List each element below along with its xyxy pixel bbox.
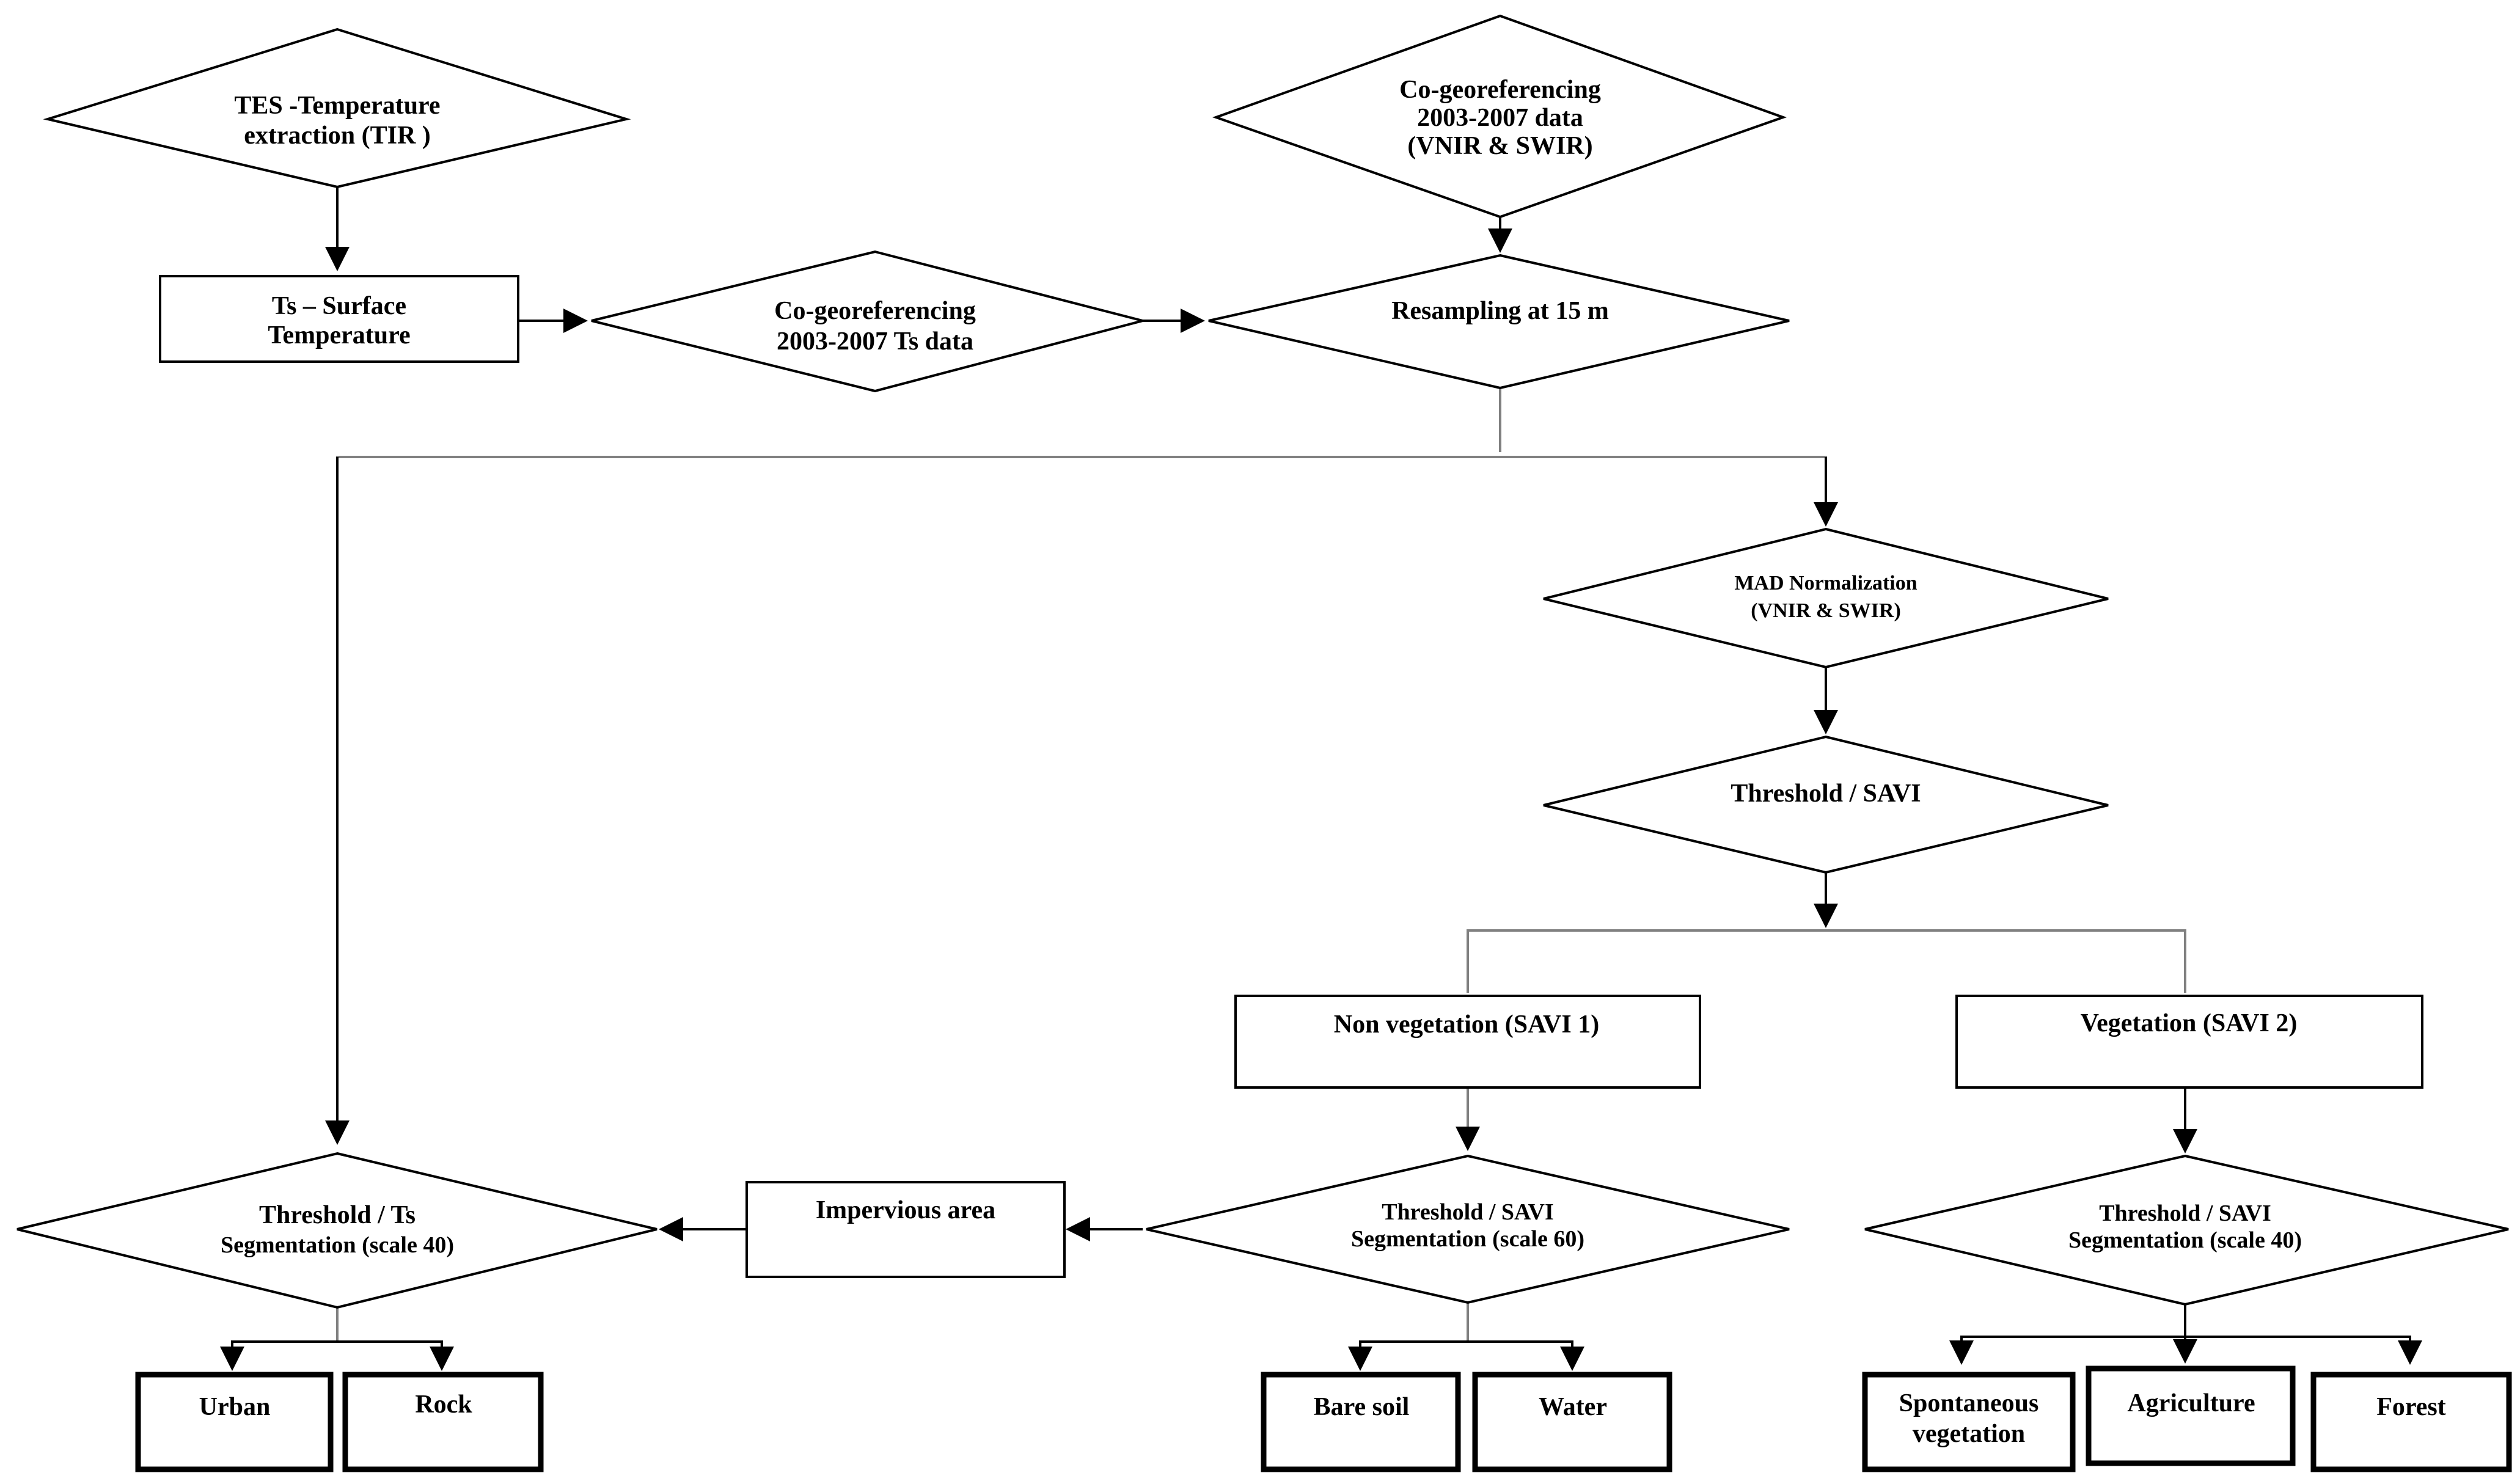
urban-label: Urban: [199, 1393, 271, 1421]
non-vegetation-box: Non vegetation (SAVI 1): [1234, 995, 1701, 1089]
cogeo-ts-diamond: Co-georeferencing 2003-2007 Ts data: [591, 250, 1148, 393]
tes-line2: extraction (TIR ): [244, 122, 431, 150]
forest-label: Forest: [2376, 1393, 2446, 1421]
impervious-box: Impervious area: [745, 1181, 1066, 1278]
ts-surface-line2: Temperature: [268, 321, 410, 349]
resampling-diamond: Resampling at 15 m: [1208, 254, 1790, 390]
mad-line1: MAD Normalization: [1734, 572, 1917, 594]
spontaneous-vegetation-box: Spontaneous vegetation: [1862, 1372, 2076, 1472]
threshold-60-line1: Threshold / SAVI: [1382, 1199, 1554, 1225]
rock-label: Rock: [415, 1391, 472, 1419]
cogeo-ts-line1: Co-georeferencing: [774, 297, 976, 325]
spontaneous-line2: vegetation: [1913, 1420, 2025, 1448]
threshold-savi-diamond: Threshold / SAVI: [1543, 735, 2109, 874]
agriculture-box: Agriculture: [2086, 1365, 2296, 1466]
urban-box: Urban: [135, 1372, 334, 1472]
mad-line2: (VNIR & SWIR): [1751, 599, 1901, 622]
bare-soil-box: Bare soil: [1261, 1372, 1461, 1472]
non-vegetation-label: Non vegetation (SAVI 1): [1334, 1011, 1599, 1039]
vegetation-label: Vegetation (SAVI 2): [2081, 1009, 2298, 1037]
threshold-60-line2: Segmentation (scale 60): [1351, 1226, 1584, 1252]
resampling-label: Resampling at 15 m: [1391, 297, 1609, 325]
tes-diamond: TES -Temperature extraction (TIR ): [43, 27, 631, 189]
cogeo-vnir-line2: 2003-2007 data: [1417, 104, 1583, 132]
cogeo-ts-line2: 2003-2007 Ts data: [777, 327, 973, 356]
threshold-ts-line2: Segmentation (scale 40): [221, 1232, 454, 1258]
agriculture-label: Agriculture: [2127, 1389, 2255, 1417]
ts-surface-line1: Ts – Surface: [272, 292, 406, 320]
cogeo-vnir-line3: (VNIR & SWIR): [1407, 132, 1592, 160]
threshold-savi-60-diamond: Threshold / SAVI Segmentation (scale 60): [1146, 1154, 1790, 1304]
cogeo-vnir-diamond: Co-georeferencing 2003-2007 data (VNIR &…: [1212, 14, 1787, 219]
rock-box: Rock: [342, 1372, 544, 1472]
vegetation-box: Vegetation (SAVI 2): [1955, 995, 2423, 1089]
threshold-savi-40-diamond: Threshold / SAVI Segmentation (scale 40): [1864, 1154, 2509, 1306]
water-label: Water: [1539, 1393, 1607, 1421]
threshold-ts-line1: Threshold / Ts: [259, 1201, 416, 1229]
ts-surface-box: Ts – Surface Temperature: [159, 275, 519, 363]
water-box: Water: [1472, 1372, 1672, 1472]
connectors: [220, 187, 2422, 1371]
threshold-savi-label: Threshold / SAVI: [1731, 780, 1921, 808]
threshold-ts-diamond: Threshold / Ts Segmentation (scale 40): [16, 1152, 657, 1309]
mad-diamond: MAD Normalization (VNIR & SWIR): [1543, 527, 2109, 669]
bare-soil-label: Bare soil: [1314, 1393, 1410, 1421]
threshold-40-line1: Threshold / SAVI: [2099, 1201, 2271, 1226]
cogeo-vnir-line1: Co-georeferencing: [1399, 76, 1601, 104]
threshold-40-line2: Segmentation (scale 40): [2068, 1227, 2302, 1253]
forest-box: Forest: [2310, 1372, 2512, 1472]
spontaneous-line1: Spontaneous: [1899, 1389, 2039, 1417]
impervious-label: Impervious area: [816, 1196, 995, 1224]
tes-line1: TES -Temperature: [234, 92, 440, 120]
